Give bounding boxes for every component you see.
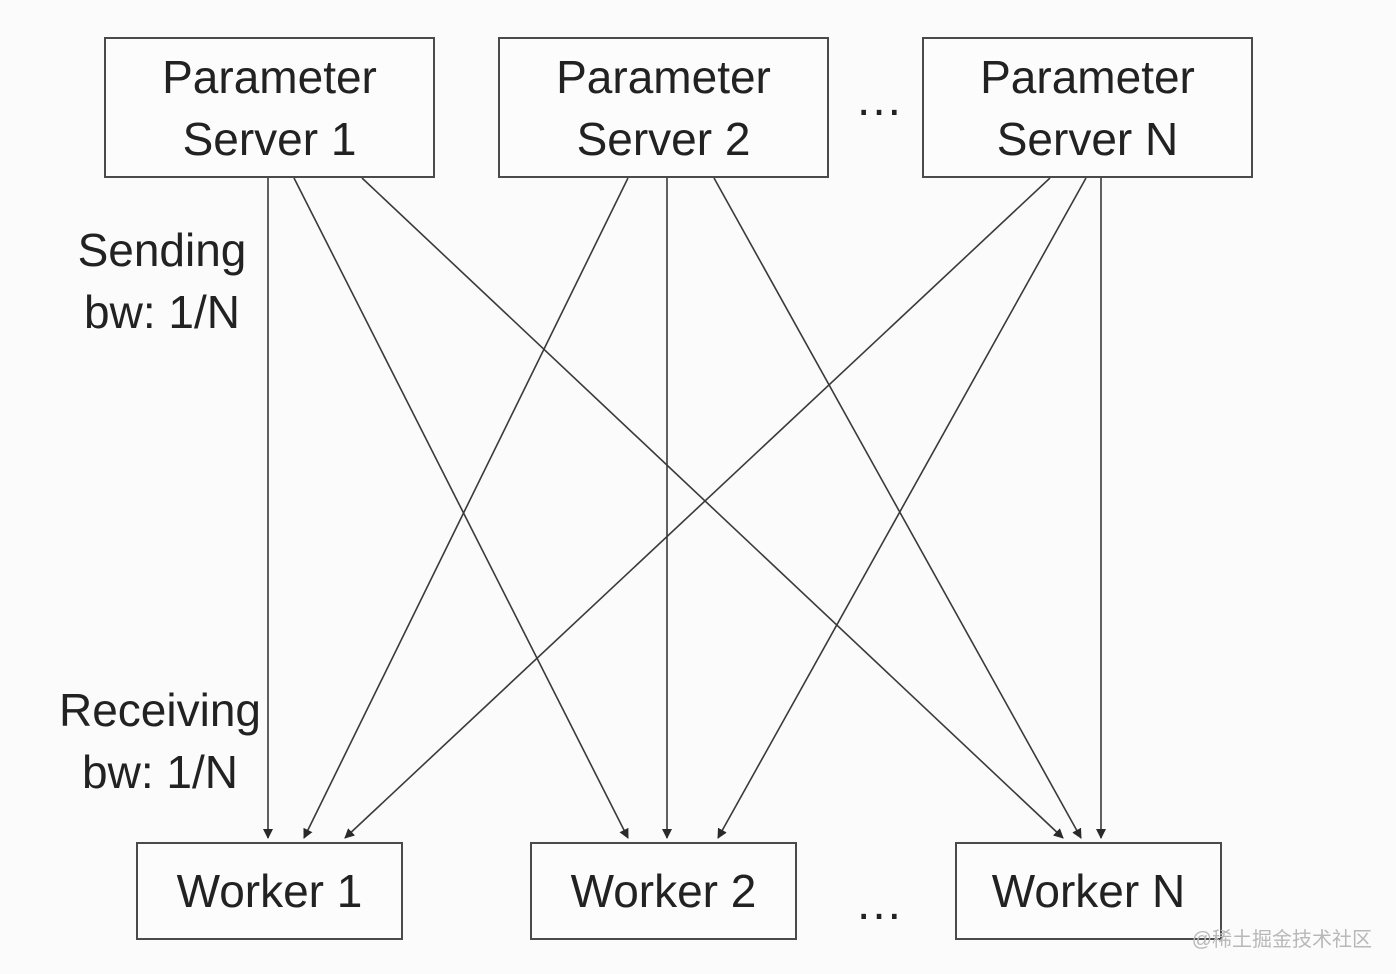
worker-n: Worker N xyxy=(955,842,1222,940)
server-2-line1: Parameter xyxy=(556,50,771,103)
server-n-line1: Parameter xyxy=(980,50,1195,103)
server-n-line2: Server N xyxy=(996,112,1179,165)
sending-bandwidth-label: Sending bw: 1/N xyxy=(62,219,262,343)
watermark: @稀土掘金技术社区 xyxy=(1191,929,1372,951)
arrow-ps2-to-wn xyxy=(713,177,1082,839)
receiving-bandwidth-label: Receiving bw: 1/N xyxy=(50,679,270,803)
arrow-ps1-to-wn xyxy=(361,177,1064,839)
arrow-psn-to-w1 xyxy=(344,177,1051,839)
server-1-line1: Parameter xyxy=(162,50,377,103)
servers-ellipsis: ... xyxy=(857,73,904,126)
server-2-line2: Server 2 xyxy=(576,112,751,165)
server-1-line2: Server 1 xyxy=(182,112,357,165)
worker-n-label: Worker N xyxy=(991,865,1186,917)
sending-line1: Sending xyxy=(77,224,247,276)
worker-1: Worker 1 xyxy=(136,842,403,940)
worker-2: Worker 2 xyxy=(530,842,797,940)
sending-line2: bw: 1/N xyxy=(84,286,240,338)
parameter-server-n: Parameter Server N xyxy=(922,37,1253,178)
receiving-line1: Receiving xyxy=(59,684,261,736)
parameter-server-1: Parameter Server 1 xyxy=(104,37,435,178)
workers-ellipsis: ... xyxy=(857,877,904,930)
worker-1-label: Worker 1 xyxy=(176,865,363,917)
arrow-ps1-to-w2 xyxy=(293,177,629,839)
arrow-ps2-to-w1 xyxy=(303,177,629,839)
worker-2-label: Worker 2 xyxy=(570,865,757,917)
receiving-line2: bw: 1/N xyxy=(82,746,238,798)
parameter-server-2: Parameter Server 2 xyxy=(498,37,829,178)
arrow-psn-to-w2 xyxy=(717,177,1087,839)
